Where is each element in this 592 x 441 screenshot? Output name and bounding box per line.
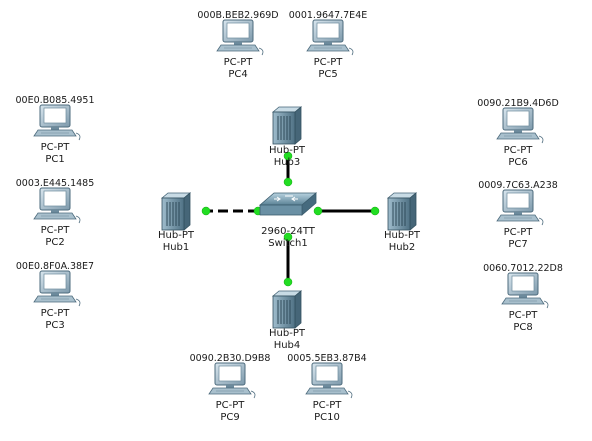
mac-address-label: 0060.7012.22D8 xyxy=(483,263,563,274)
device-name-label: PC10 xyxy=(314,412,340,423)
pc-icon[interactable] xyxy=(501,272,549,309)
device-model-label: PC-PT xyxy=(509,310,539,321)
pc-icon[interactable] xyxy=(216,19,264,56)
switch-icon[interactable] xyxy=(259,192,317,216)
device-model-label: Hub-PT xyxy=(158,230,195,241)
device-model-label: 2960-24TT xyxy=(261,226,316,237)
device-model-label: PC-PT xyxy=(41,142,71,153)
device-model-label: Hub-PT xyxy=(269,145,306,156)
device-model-label: Hub-PT xyxy=(384,230,421,241)
pc-icon[interactable] xyxy=(305,362,353,399)
pc-icon[interactable] xyxy=(496,189,544,226)
device-name-label: Hub4 xyxy=(274,340,301,351)
device-name-label: PC7 xyxy=(508,239,527,250)
device-name-label: PC9 xyxy=(220,412,239,423)
port-link-light xyxy=(283,232,293,242)
device-model-label: PC-PT xyxy=(216,400,246,411)
device-name-label: Hub3 xyxy=(274,157,301,168)
pc-icon[interactable] xyxy=(496,107,544,144)
hub-icon[interactable] xyxy=(272,290,302,329)
device-name-label: PC2 xyxy=(45,237,64,248)
port-link-light xyxy=(283,277,293,287)
port-link-light xyxy=(313,206,323,216)
device-model-label: PC-PT xyxy=(313,400,343,411)
device-model-label: PC-PT xyxy=(504,145,534,156)
devices-layer: 000B.BEB2.969DPC-PTPC40001.9647.7E4EPC-P… xyxy=(15,10,562,423)
device-name-label: Switch1 xyxy=(268,238,307,249)
port-link-light xyxy=(370,206,380,216)
port-link-light xyxy=(201,206,211,216)
mac-address-label: 0009.7C63.A238 xyxy=(478,180,558,191)
mac-address-label: 0090.2B30.D9B8 xyxy=(190,353,271,364)
device-name-label: PC8 xyxy=(513,322,532,333)
device-model-label: PC-PT xyxy=(504,227,534,238)
hub-icon[interactable] xyxy=(161,192,191,231)
device-model-label: PC-PT xyxy=(41,225,71,236)
pc-icon[interactable] xyxy=(33,104,81,141)
pc-icon[interactable] xyxy=(33,270,81,307)
device-name-label: Hub2 xyxy=(389,242,416,253)
device-name-label: PC1 xyxy=(45,154,64,165)
pc-icon[interactable] xyxy=(208,362,256,399)
mac-address-label: 0003.E445.1485 xyxy=(16,178,95,189)
device-model-label: PC-PT xyxy=(314,57,344,68)
device-name-label: PC6 xyxy=(508,157,527,168)
device-model-label: PC-PT xyxy=(224,57,254,68)
mac-address-label: 000B.BEB2.969D xyxy=(197,10,278,21)
mac-address-label: 00E0.B085.4951 xyxy=(15,95,94,106)
mac-address-label: 00E0.8F0A.38E7 xyxy=(16,261,94,272)
device-model-label: Hub-PT xyxy=(269,328,306,339)
port-link-light xyxy=(283,177,293,187)
device-name-label: PC5 xyxy=(318,69,337,80)
port-link-light xyxy=(283,151,293,161)
mac-address-label: 0001.9647.7E4E xyxy=(289,10,368,21)
pc-icon[interactable] xyxy=(306,19,354,56)
mac-address-label: 0005.5EB3.87B4 xyxy=(287,353,366,364)
hub-icon[interactable] xyxy=(387,192,417,231)
mac-address-label: 0090.21B9.4D6D xyxy=(477,98,559,109)
links-layer xyxy=(201,151,380,287)
device-model-label: PC-PT xyxy=(41,308,71,319)
device-name-label: PC4 xyxy=(228,69,247,80)
hub-icon[interactable] xyxy=(272,106,302,145)
device-name-label: PC3 xyxy=(45,320,64,331)
device-name-label: Hub1 xyxy=(163,242,190,253)
pc-icon[interactable] xyxy=(33,187,81,224)
